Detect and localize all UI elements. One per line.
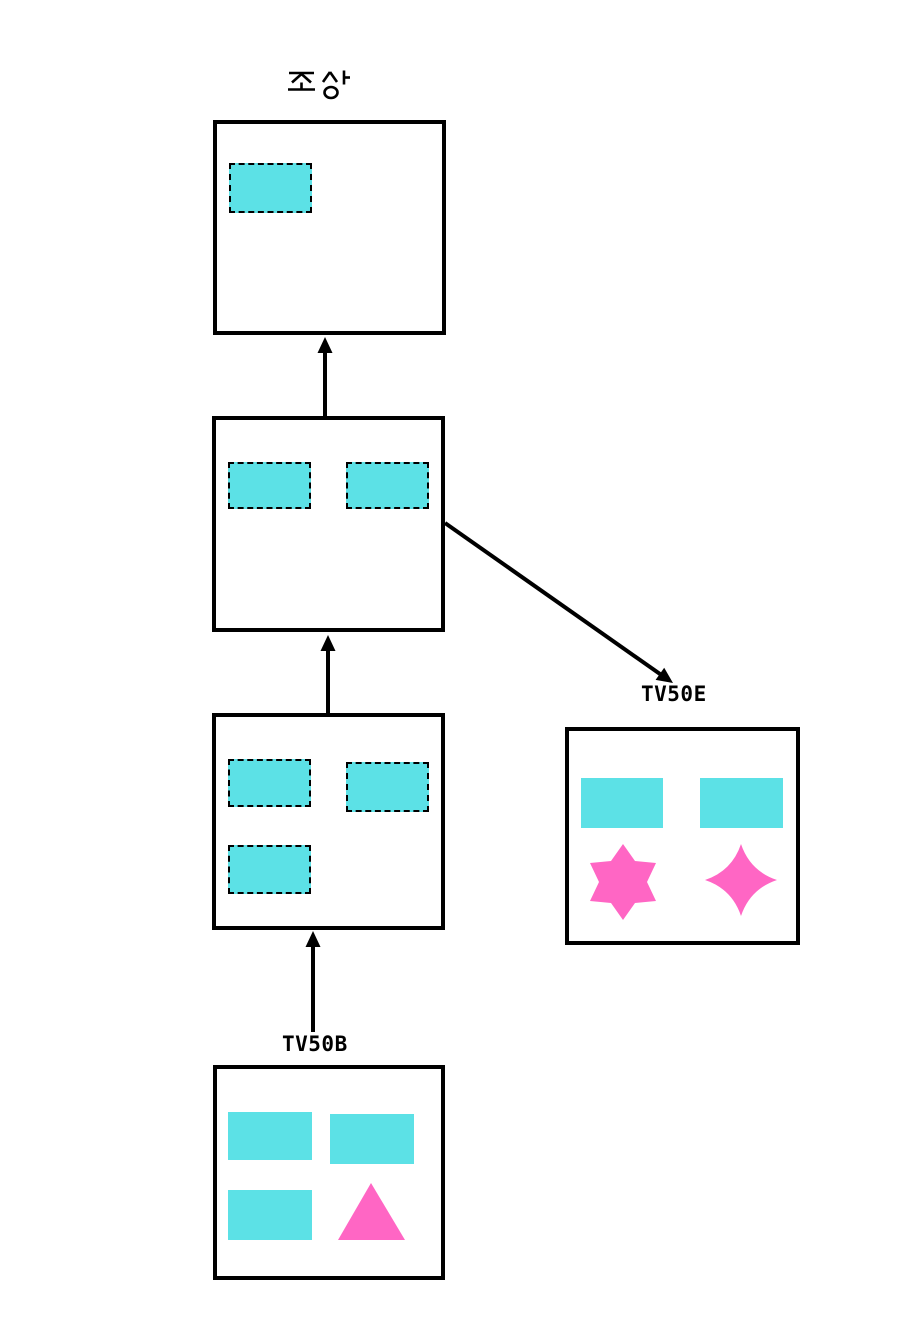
pink-star4-shape <box>705 844 777 916</box>
lower-box <box>212 713 445 930</box>
middle-box <box>212 416 445 632</box>
arrow-tv50b-to-lower <box>305 931 321 1032</box>
dashed-cyan-rect <box>346 462 429 509</box>
cyan-rect <box>700 778 783 828</box>
cyan-rect <box>581 778 663 828</box>
cyan-rect <box>228 1112 312 1160</box>
ancestor-label-glyph <box>288 70 350 100</box>
arrow-lower-to-middle <box>320 635 336 714</box>
tv50e-shapes <box>590 844 777 920</box>
ancestor-box <box>213 120 446 335</box>
ancestor-label-text: 조상 <box>287 101 288 102</box>
dashed-cyan-rect <box>229 163 312 213</box>
pink-triangle-shape <box>338 1183 405 1240</box>
tv50e-box <box>565 727 800 945</box>
tv50b-label: TV50B <box>282 1032 348 1056</box>
dashed-cyan-rect <box>228 759 311 807</box>
tv50e-label: TV50E <box>641 682 707 706</box>
arrow-middle-to-ancestor <box>317 337 333 416</box>
tv50b-box <box>213 1065 445 1280</box>
tv50b-shapes <box>338 1183 405 1240</box>
ancestor-label: 조상 <box>287 69 351 101</box>
dashed-cyan-rect <box>228 462 311 509</box>
dashed-cyan-rect <box>346 762 429 812</box>
cyan-rect <box>228 1190 312 1240</box>
dashed-cyan-rect <box>228 845 311 894</box>
cyan-rect <box>330 1114 414 1164</box>
arrow-middle-to-tv50e <box>443 521 673 683</box>
pink-star6-shape <box>590 844 656 920</box>
